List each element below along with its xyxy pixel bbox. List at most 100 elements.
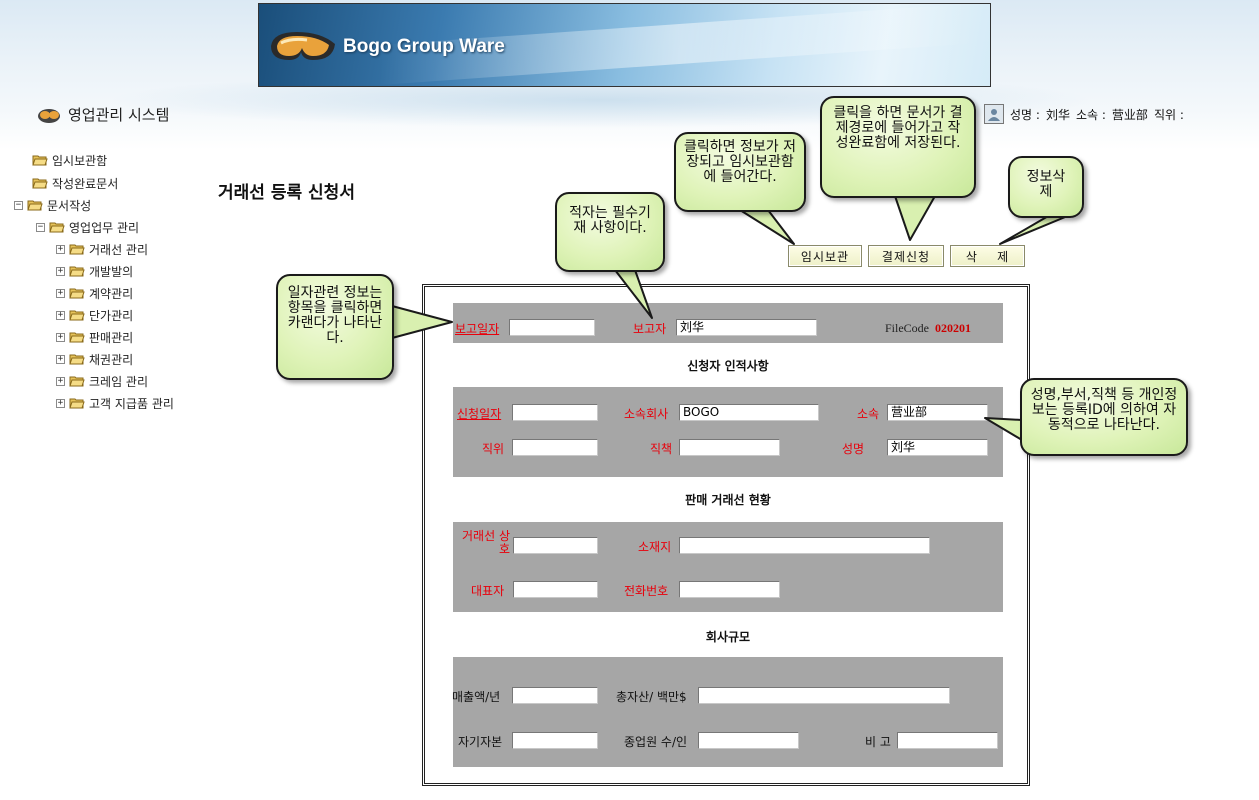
tree-item-label: 문서작성 [47, 198, 92, 213]
tree-item-label: 임시보관함 [52, 153, 108, 168]
tree-item-completed[interactable]: 작성완료문서 [32, 174, 118, 192]
report-date-field[interactable] [509, 319, 595, 336]
folder-icon [69, 309, 85, 321]
equity-field[interactable] [512, 732, 598, 749]
folder-icon [32, 177, 48, 189]
tree-item-price[interactable]: + 단가관리 [56, 306, 133, 324]
sales-field[interactable] [512, 687, 598, 704]
applicant-band [453, 387, 1003, 477]
user-name: 刘华 [1045, 107, 1070, 122]
folder-icon [69, 353, 85, 365]
assets-label: 총자산/ 백만$ [616, 690, 687, 704]
callout-pointer-required [614, 269, 653, 319]
reporter-label: 보고자 [633, 322, 667, 336]
banner: Bogo Group Ware [258, 3, 991, 87]
expand-icon[interactable]: + [56, 287, 65, 298]
collapse-icon[interactable]: − [36, 221, 45, 232]
remarks-field[interactable] [897, 732, 998, 749]
tree-item-sales-mgmt[interactable]: − 영업업무 관리 [36, 218, 139, 236]
folder-icon [69, 243, 85, 255]
address-field[interactable] [679, 537, 930, 554]
expand-icon[interactable]: + [56, 243, 65, 254]
expand-icon[interactable]: + [56, 331, 65, 342]
sales-label: 매출액/년 [452, 690, 501, 704]
callout-required: 적자는 필수기재 사항이다. [555, 192, 665, 272]
vendor-section-title: 판매 거래선 현황 [685, 493, 771, 507]
folder-icon [69, 287, 85, 299]
tree-item-label: 개발발의 [89, 264, 134, 279]
tree-item-label: 계약관리 [89, 286, 134, 301]
tree-item-dev[interactable]: + 개발발의 [56, 262, 133, 280]
tree-item-vendor[interactable]: + 거래선 관리 [56, 240, 148, 258]
callout-pointer-delete [999, 214, 1071, 245]
position-label: 직위 [482, 442, 505, 456]
callout-pointer-auto [984, 417, 1023, 441]
vendor-name-field[interactable] [513, 537, 598, 554]
callout-pointer-approval [894, 195, 936, 241]
name-field[interactable]: 刘华 [887, 439, 988, 456]
expand-icon[interactable]: + [56, 265, 65, 276]
expand-icon[interactable]: + [56, 375, 65, 386]
expand-icon[interactable]: + [56, 309, 65, 320]
remarks-label: 비 고 [865, 735, 891, 749]
tree-item-label: 고객 지급품 관리 [89, 396, 174, 411]
apply-date-label[interactable]: 신청일자 [457, 407, 502, 421]
callout-approval: 클릭을 하면 문서가 결제경로에 들어가고 작성완료함에 저장된다. [820, 96, 976, 198]
tree-item-receivables[interactable]: + 채권관리 [56, 350, 133, 368]
callout-pointer-date [391, 305, 453, 339]
tree-item-doc-write[interactable]: − 문서작성 [14, 196, 91, 214]
ceo-field[interactable] [513, 581, 598, 598]
tree-item-customer-supply[interactable]: + 고객 지급품 관리 [56, 394, 174, 412]
company-label: 소속회사 [624, 407, 669, 421]
company-field[interactable]: BOGO [679, 404, 819, 421]
tree-item-contract[interactable]: + 계약관리 [56, 284, 133, 302]
address-label: 소재지 [638, 540, 672, 554]
user-position-label: 직위 : [1153, 107, 1184, 122]
tree-item-label: 판매관리 [89, 330, 134, 345]
dept-label: 소속 [857, 407, 880, 421]
tree-item-label: 단가관리 [89, 308, 134, 323]
report-date-label[interactable]: 보고일자 [455, 322, 500, 336]
callout-temp-save: 클릭하면 정보가 저장되고 임시보관함에 들어간다. [674, 132, 806, 212]
callout-delete: 정보삭제 [1008, 156, 1084, 218]
expand-icon[interactable]: + [56, 353, 65, 364]
tree-item-temp-box[interactable]: 임시보관함 [32, 151, 107, 169]
assets-field[interactable] [698, 687, 950, 704]
employees-field[interactable] [698, 732, 799, 749]
folder-open-icon [27, 199, 43, 211]
approval-request-button[interactable]: 결제신청 [868, 245, 944, 267]
user-name-label: 성명 : [1010, 107, 1040, 122]
temp-save-button[interactable]: 임시보관 [788, 245, 862, 267]
user-dept-label: 소속 : [1075, 107, 1106, 122]
reporter-field[interactable]: 刘华 [676, 319, 817, 336]
tree-item-claim[interactable]: + 크레임 관리 [56, 372, 148, 390]
tree-item-label: 작성완료문서 [52, 176, 119, 191]
user-info-bar: 성명 : 刘华 소속 : 营业部 직위 : [984, 104, 1184, 124]
tree-item-label: 거래선 관리 [89, 242, 149, 257]
delete-button[interactable]: 삭 제 [950, 245, 1025, 267]
apply-date-field[interactable] [512, 404, 598, 421]
tree-item-sales[interactable]: + 판매관리 [56, 328, 133, 346]
folder-icon [32, 154, 48, 166]
phone-field[interactable] [679, 581, 780, 598]
applicant-section-title: 신청자 인적사항 [687, 359, 769, 373]
filecode-value: 020201 [935, 321, 971, 335]
expand-icon[interactable]: + [56, 397, 65, 408]
callout-auto-fill: 성명,부서,직책 등 개인정보는 등록ID에 의하여 자동적으로 나타난다. [1020, 378, 1188, 456]
folder-icon [69, 397, 85, 409]
collapse-icon[interactable]: − [14, 199, 23, 210]
user-icon[interactable] [984, 104, 1004, 124]
dept-field[interactable]: 营业部 [887, 404, 988, 421]
phone-label: 전화번호 [624, 584, 669, 598]
folder-icon [69, 331, 85, 343]
position-field[interactable] [512, 439, 598, 456]
goggles-logo-icon [271, 32, 335, 60]
system-title: 영업관리 시스템 [36, 104, 169, 125]
banner-title: Bogo Group Ware [343, 36, 505, 57]
duty-field[interactable] [679, 439, 780, 456]
ceo-label: 대표자 [471, 584, 505, 598]
folder-icon [69, 265, 85, 277]
